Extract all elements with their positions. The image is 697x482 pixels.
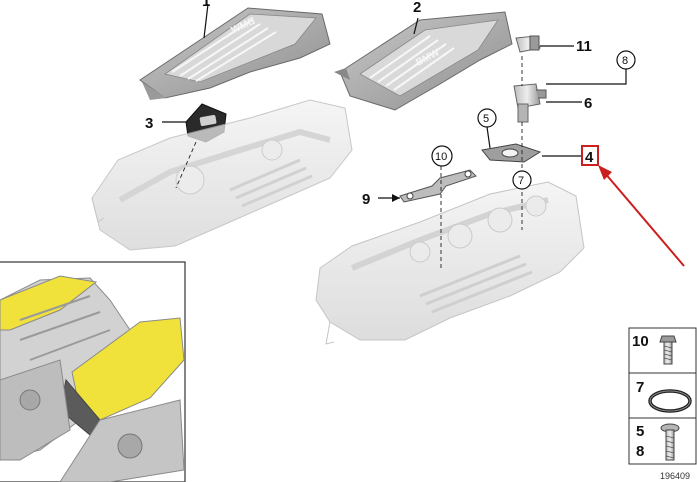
callout-11: 11 <box>576 38 592 55</box>
bracket <box>399 169 477 203</box>
circled-callout-10: 10 <box>431 145 453 167</box>
sensor-connector <box>515 35 541 53</box>
o-ring-icon <box>648 389 692 413</box>
callout-9: 9 <box>362 191 370 208</box>
circled-callout-5: 5 <box>477 108 497 149</box>
legend-panel: 10 7 5 8 <box>628 327 697 465</box>
camshaft-sensor <box>513 83 547 123</box>
gasket-plate <box>481 143 542 163</box>
callout-6: 6 <box>584 95 592 112</box>
svg-text:7: 7 <box>518 175 524 187</box>
engine-cover-right: BMW <box>334 11 513 111</box>
engine-inset <box>0 261 186 482</box>
callout-2: 2 <box>413 0 421 16</box>
circled-callout-8: 8 <box>546 50 636 85</box>
svg-text:10: 10 <box>435 151 447 163</box>
pointer-arrow <box>598 165 685 267</box>
diagram-number: 196409 <box>660 471 690 481</box>
svg-text:5: 5 <box>483 113 489 125</box>
bolt-icon <box>659 335 677 365</box>
callout-1: 1 <box>202 0 210 10</box>
screw-icon <box>660 423 680 461</box>
legend-item-5: 5 <box>636 423 644 440</box>
engine-cover-left: BMW <box>139 7 331 100</box>
highlight-box-4 <box>581 145 599 166</box>
callout-3: 3 <box>145 115 153 132</box>
legend-item-7: 7 <box>636 379 644 396</box>
circled-callout-7: 7 <box>512 170 532 190</box>
cylinder-head-cover-left <box>91 99 353 251</box>
svg-text:8: 8 <box>622 55 628 67</box>
callout-4: 4 <box>585 149 594 166</box>
legend-item-8: 8 <box>636 443 644 460</box>
legend-item-10: 10 <box>632 333 649 350</box>
cylinder-head-cover-right <box>315 181 585 345</box>
assembly-line-cap <box>175 141 197 189</box>
